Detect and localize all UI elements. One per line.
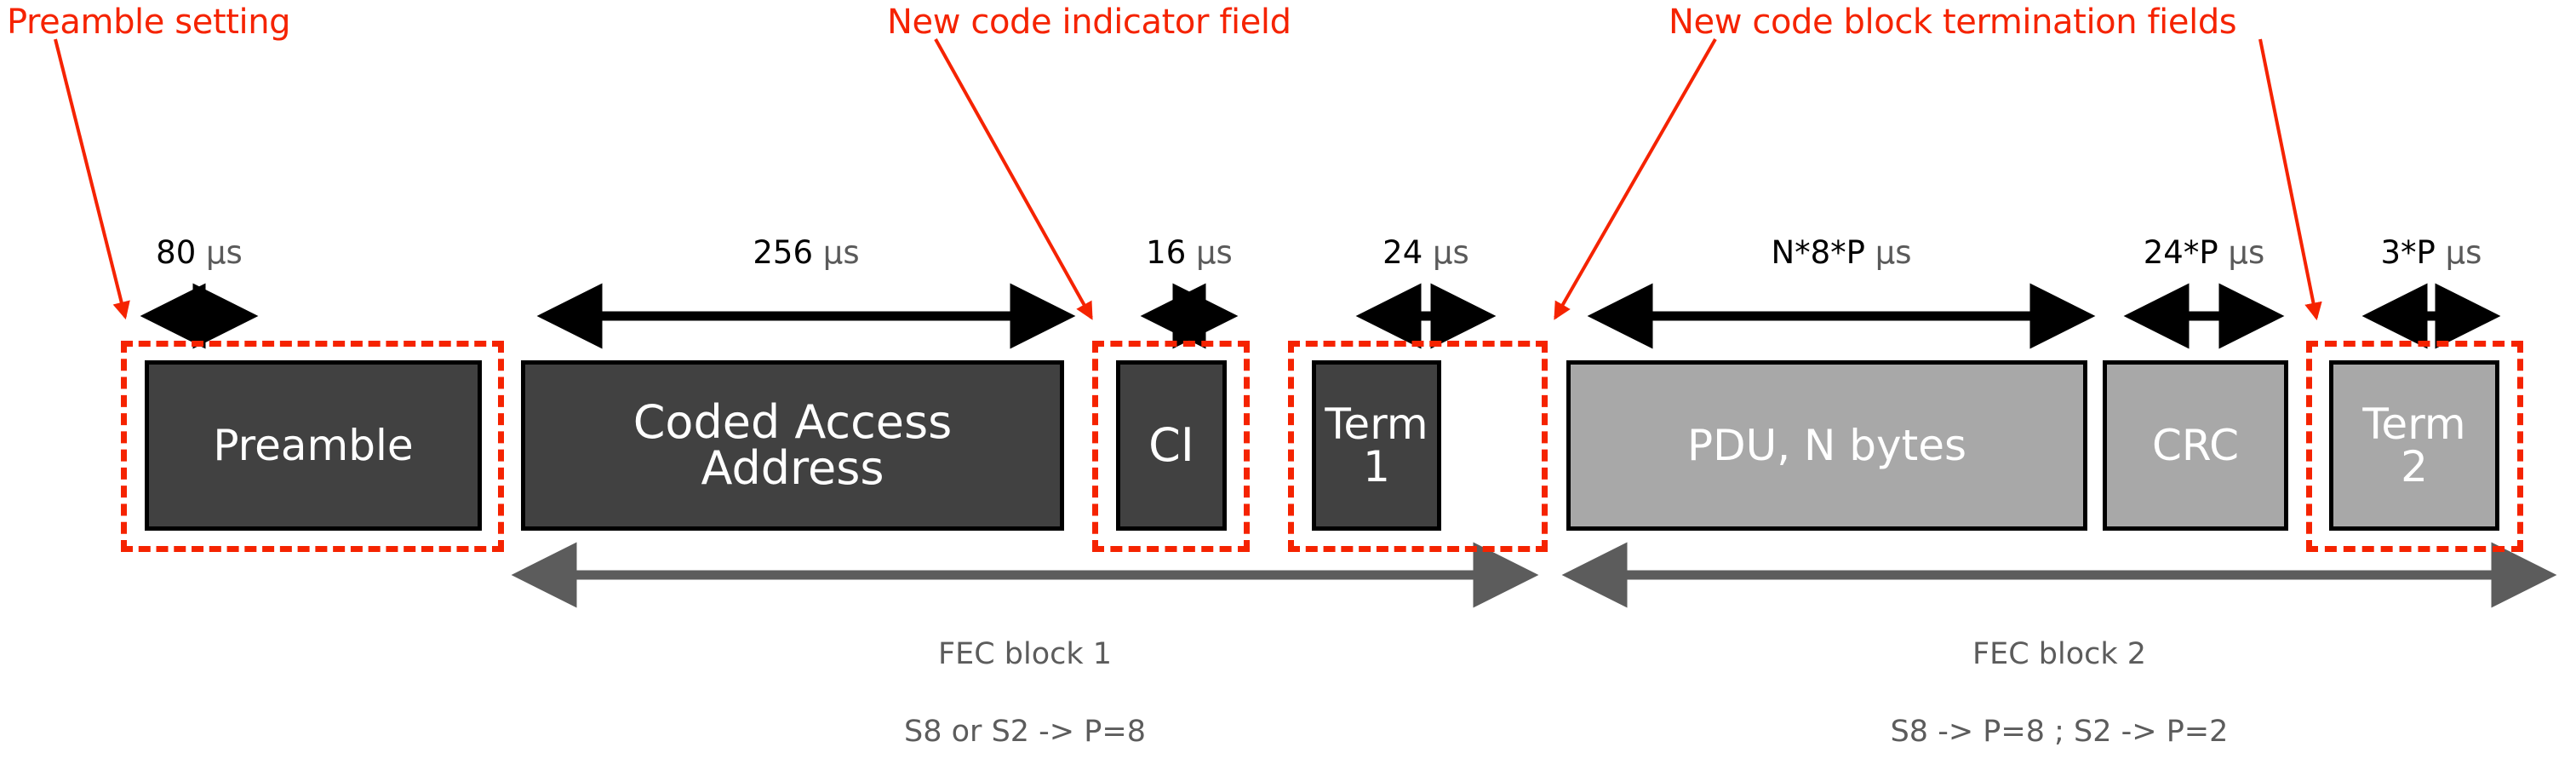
field-block-term2[interactable]: Term 2: [2329, 360, 2499, 531]
field-label-crc: CRC: [2151, 421, 2240, 470]
field-block-preamble[interactable]: Preamble: [145, 360, 482, 531]
field-label-access-addr: Coded Access Address: [633, 395, 953, 495]
duration-value-ci: 16: [1146, 234, 1187, 271]
duration-label-term1: 24 µs: [1349, 237, 1503, 268]
duration-value-term2: 3*P: [2380, 234, 2436, 271]
duration-label-pdu: N*8*P µs: [1739, 237, 1943, 268]
fec-caption-1: FEC block 1 S8 or S2 -> P=8 Always FEC +…: [524, 596, 1526, 776]
fec-caption-2: FEC block 2 S8 -> P=8 ; S2 -> P=2 FEC & …: [1575, 596, 2544, 776]
duration-value-pdu: N*8*P: [1771, 234, 1865, 271]
duration-value-term1: 24: [1382, 234, 1423, 271]
callout-label-code-block-termination: New code block termination fields: [1669, 3, 2237, 42]
leader-line-code-block-termination-1: [1554, 38, 1717, 320]
duration-label-access-addr: 256 µs: [730, 237, 883, 268]
duration-label-term2: 3*P µs: [2346, 237, 2516, 268]
leader-line-preamble-setting: [54, 38, 130, 320]
duration-unit-crc: µs: [2228, 234, 2265, 271]
fec-line2-1: S8 or S2 -> P=8: [904, 714, 1146, 749]
field-label-preamble: Preamble: [213, 421, 414, 470]
field-block-ci[interactable]: CI: [1116, 360, 1227, 531]
field-label-term2: Term 2: [2362, 399, 2466, 491]
fec-line2-2: S8 -> P=8 ; S2 -> P=2: [1890, 714, 2229, 749]
duration-value-access-addr: 256: [753, 234, 814, 271]
duration-label-preamble: 80 µs: [123, 237, 276, 268]
leader-line-code-block-termination-2: [2258, 38, 2322, 321]
field-block-pdu[interactable]: PDU, N bytes: [1566, 360, 2087, 531]
highlight-box-term2: [2306, 341, 2523, 552]
field-label-pdu: PDU, N bytes: [1686, 421, 1967, 470]
field-label-ci: CI: [1148, 418, 1194, 472]
duration-unit-access-addr: µs: [822, 234, 860, 271]
highlight-box-ci: [1092, 341, 1250, 552]
leader-line-code-indicator: [934, 38, 1093, 320]
duration-unit-term2: µs: [2445, 234, 2482, 271]
duration-unit-ci: µs: [1196, 234, 1233, 271]
duration-label-crc: 24*P µs: [2102, 237, 2306, 268]
duration-unit-pdu: µs: [1875, 234, 1912, 271]
field-block-access-addr[interactable]: Coded Access Address: [521, 360, 1064, 531]
callout-leader-lines: [54, 38, 2322, 321]
duration-unit-preamble: µs: [206, 234, 243, 271]
duration-value-preamble: 80: [156, 234, 197, 271]
fec-title-2: FEC block 2: [1972, 636, 2147, 671]
highlight-box-preamble: [121, 341, 504, 552]
callout-label-code-indicator: New code indicator field: [887, 3, 1291, 42]
fec-title-1: FEC block 1: [937, 636, 1113, 671]
duration-unit-term1: µs: [1433, 234, 1469, 271]
field-block-crc[interactable]: CRC: [2103, 360, 2288, 531]
duration-value-crc: 24*P: [2143, 234, 2218, 271]
callout-label-preamble-setting: Preamble setting: [7, 3, 291, 42]
highlight-box-term1: [1288, 341, 1548, 552]
duration-label-ci: 16 µs: [1113, 237, 1266, 268]
field-label-term1: Term 1: [1325, 399, 1428, 491]
field-block-term1[interactable]: Term 1: [1312, 360, 1441, 531]
